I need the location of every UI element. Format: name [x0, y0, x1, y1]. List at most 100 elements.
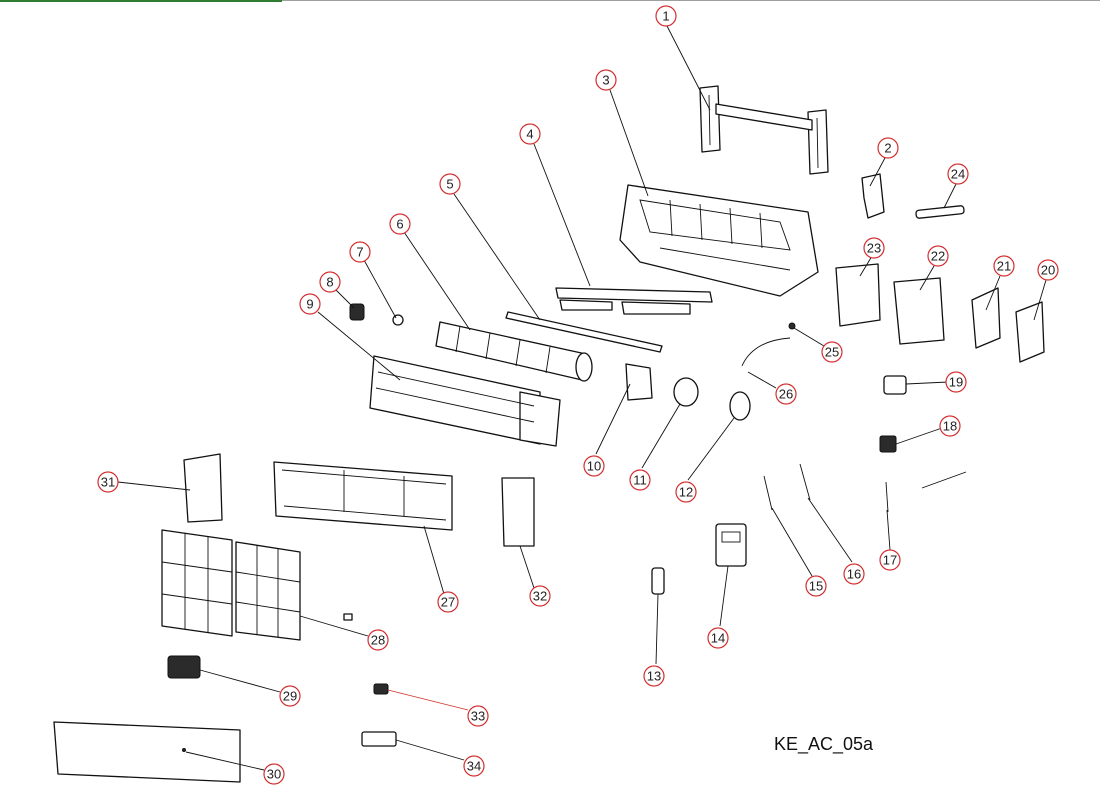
part-pcb — [1015, 301, 1045, 363]
callout-19: 19 — [945, 371, 967, 393]
callout-2: 2 — [877, 137, 899, 159]
callout-2-label: 2 — [884, 141, 891, 156]
drawing-code-label: KE_AC_05a — [774, 734, 874, 754]
callout-29: 29 — [279, 685, 301, 707]
callout-21: 21 — [993, 255, 1015, 277]
callout-34-label: 34 — [467, 759, 481, 774]
callout-7-label: 7 — [356, 245, 363, 260]
part-electric-box-cover — [835, 263, 881, 327]
callout-26-label: 26 — [779, 387, 793, 402]
part-terminal-block — [883, 375, 907, 395]
callout-28-label: 28 — [371, 633, 385, 648]
part-temperature-sensor — [741, 337, 791, 367]
callout-10: 10 — [583, 455, 605, 477]
top-accent-bar — [0, 0, 282, 2]
callout-12: 12 — [675, 481, 697, 503]
callout-24: 24 — [947, 163, 969, 185]
callout-22-label: 22 — [931, 249, 945, 264]
callout-31-label: 31 — [101, 475, 115, 490]
callout-16: 16 — [843, 563, 865, 585]
callout-8: 8 — [319, 271, 341, 293]
callout-32-label: 32 — [533, 589, 547, 604]
part-fan-motor — [673, 377, 699, 407]
part-front-panel — [53, 721, 241, 783]
callout-24-label: 24 — [951, 167, 965, 182]
callout-3: 3 — [595, 69, 617, 91]
part-rod-right — [799, 463, 811, 501]
part-pcb-cover — [971, 287, 1001, 349]
callout-4-label: 4 — [526, 127, 533, 142]
part-bearing — [392, 314, 404, 326]
parts-layer — [53, 85, 1045, 783]
callout-9: 9 — [299, 293, 321, 315]
part-filter-clip — [343, 613, 353, 621]
part-louver-set — [555, 287, 713, 315]
callout-layer: 1 2 3 4 5 6 7 8 9 10 11 12 13 14 15 16 1… — [97, 5, 1059, 785]
callout-5: 5 — [439, 173, 461, 195]
callout-12-label: 12 — [679, 485, 693, 500]
part-capillary-tube — [915, 205, 965, 219]
leader-lines — [117, 23, 1047, 771]
part-electric-box — [893, 277, 945, 345]
part-front-frame — [273, 461, 453, 531]
part-chassis — [619, 184, 819, 297]
callout-23: 23 — [863, 237, 885, 259]
callout-15-label: 15 — [809, 579, 823, 594]
callout-15: 15 — [805, 575, 827, 597]
part-evaporator — [369, 355, 561, 447]
callout-5-label: 5 — [446, 177, 453, 192]
callout-16-label: 16 — [847, 567, 861, 582]
callout-8-label: 8 — [326, 275, 333, 290]
callout-33-label: 33 — [471, 709, 485, 724]
callout-18: 18 — [939, 415, 961, 437]
part-cross-flow-fan — [435, 321, 593, 382]
callout-18-label: 18 — [943, 419, 957, 434]
part-mounting-plate — [699, 85, 829, 175]
callout-17: 17 — [879, 549, 901, 571]
callout-14: 14 — [707, 627, 729, 649]
callout-28: 28 — [367, 629, 389, 651]
callout-32: 32 — [529, 585, 551, 607]
callout-17-label: 17 — [883, 553, 897, 568]
callout-20-label: 20 — [1041, 263, 1055, 278]
part-motor-bracket — [625, 363, 653, 401]
callout-11: 11 — [629, 469, 651, 491]
callout-25: 25 — [821, 341, 843, 363]
callout-27: 27 — [437, 591, 459, 613]
callout-30: 30 — [263, 763, 285, 785]
callout-14-label: 14 — [711, 631, 725, 646]
callout-11-label: 11 — [633, 473, 647, 488]
callout-19-label: 19 — [949, 375, 963, 390]
callout-13: 13 — [643, 665, 665, 687]
callout-10-label: 10 — [587, 459, 601, 474]
part-screw — [788, 322, 796, 330]
callout-1-label: 1 — [662, 9, 669, 24]
callout-23-label: 23 — [867, 241, 881, 256]
part-wire — [885, 481, 889, 513]
part-display-board — [167, 655, 201, 679]
callout-20: 20 — [1037, 259, 1059, 281]
callout-13-label: 13 — [647, 669, 661, 684]
callout-27-label: 27 — [441, 595, 455, 610]
callout-29-label: 29 — [283, 689, 297, 704]
callout-3-label: 3 — [602, 73, 609, 88]
callout-6: 6 — [389, 213, 411, 235]
part-left-side-cover — [183, 453, 223, 523]
callout-30-label: 30 — [267, 767, 281, 782]
callout-21-label: 21 — [997, 259, 1011, 274]
part-motor-cover — [729, 391, 751, 421]
callout-31: 31 — [97, 471, 119, 493]
part-remote-control — [651, 567, 665, 595]
callout-25-label: 25 — [825, 345, 839, 360]
part-vane-rod — [505, 311, 663, 353]
callout-4: 4 — [519, 123, 541, 145]
callout-6-label: 6 — [396, 217, 403, 232]
callout-33: 33 — [467, 705, 489, 727]
part-air-filters — [161, 529, 301, 641]
part-receiver — [879, 435, 897, 453]
callout-1: 1 — [655, 5, 677, 27]
part-rod-left — [763, 475, 773, 511]
callout-7: 7 — [349, 241, 371, 263]
top-divider-line — [282, 0, 1100, 1]
callout-22: 22 — [927, 245, 949, 267]
